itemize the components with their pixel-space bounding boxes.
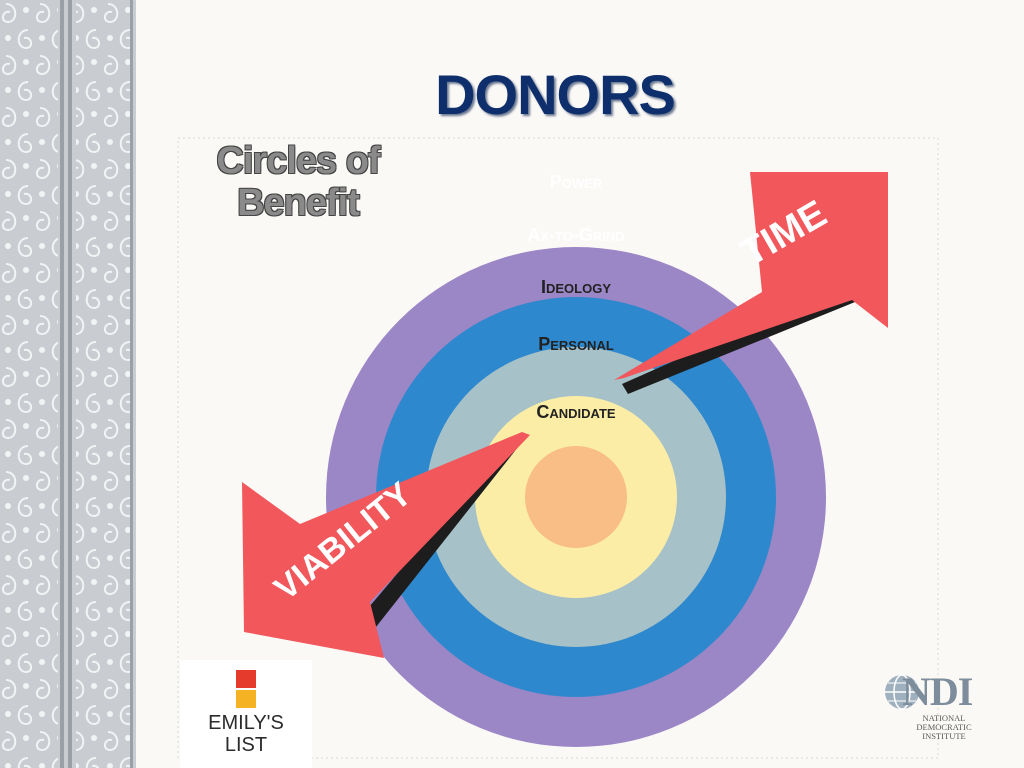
viability-arrow xyxy=(242,432,530,658)
diagram-heading-line2: Benefit xyxy=(237,182,360,224)
ring-label-ideology: Ideology xyxy=(540,277,611,297)
ndi-logo: NDI NATIONAL DEMOCRATIC INSTITUTE xyxy=(880,668,1004,752)
decorative-border xyxy=(0,0,136,768)
circles-of-benefit-diagram: TIME VIABILITY xyxy=(177,137,939,759)
ndi-line1: NATIONAL xyxy=(922,713,966,723)
emilys-list-line1: EMILY'S xyxy=(208,712,284,734)
ring-label-power: Power xyxy=(549,172,603,192)
photo-frame-outline xyxy=(177,137,939,759)
scroll-pattern xyxy=(0,0,133,768)
diagram-heading-line1: Circles of xyxy=(216,140,380,182)
ring-candidate xyxy=(525,446,627,548)
ring-label-ax-to-grind: Ax-to-Grind xyxy=(527,225,625,245)
ring-label-personal: Personal xyxy=(538,334,614,354)
ndi-subtitle: NATIONAL DEMOCRATIC INSTITUTE xyxy=(890,714,998,741)
slide-title: DONORS xyxy=(435,63,676,126)
emilys-list-squares-icon xyxy=(236,670,256,708)
emilys-list-line2: LIST xyxy=(224,734,268,756)
diagram-heading: Circles of Benefit xyxy=(208,140,388,224)
ndi-letters: NDI xyxy=(902,669,973,714)
ndi-line3: INSTITUTE xyxy=(922,731,966,741)
ndi-line2: DEMOCRATIC xyxy=(916,722,972,732)
emilys-list-logo: EMILY'S LIST xyxy=(180,660,312,768)
ring-label-candidate: Candidate xyxy=(536,402,616,422)
time-arrow xyxy=(614,172,888,380)
emilys-list-wordmark: EMILY'S LIST xyxy=(180,712,312,756)
globe-icon xyxy=(885,674,919,710)
